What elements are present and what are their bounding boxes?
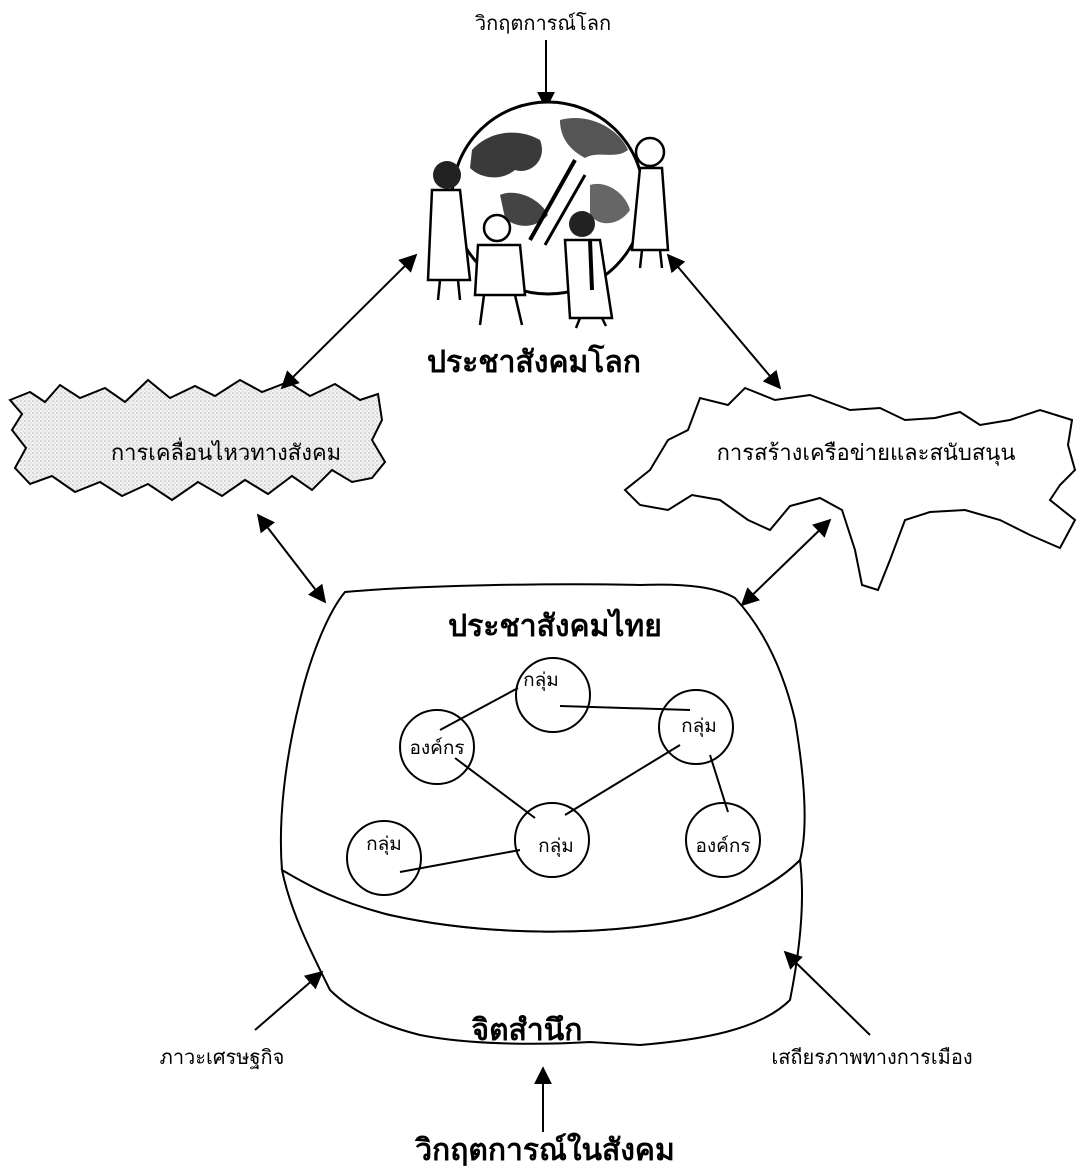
node-circle — [514, 802, 590, 878]
edge — [559, 705, 691, 711]
economy-label: ภาวะเศรษฐกิจ — [160, 1045, 285, 1069]
node-circle — [515, 657, 591, 733]
consciousness-label: จิตสำนึก — [471, 1013, 582, 1048]
node-label: กลุ่ม — [523, 669, 559, 692]
edge — [439, 687, 519, 731]
node-label: กลุ่ม — [681, 715, 717, 738]
political-stability-label: เสถียรภาพทางการเมือง — [771, 1045, 972, 1069]
network-support-cloud — [623, 386, 1077, 592]
thai-civil-society-title: ประชาสังคมไทย — [448, 608, 662, 644]
economy-arrow — [254, 970, 324, 1031]
global-crisis-label: วิกฤตการณ์โลก — [475, 11, 611, 35]
network-support-label: การสร้างเครือข่ายและสนับสนุน — [717, 441, 1016, 466]
node-network: กลุ่ม องค์กร กลุ่ม กลุ่ม กลุ่ม องค์กร — [346, 657, 761, 896]
social-crisis-title: วิกฤตการณ์ในสังคม — [414, 1132, 675, 1168]
arrow-global-network — [666, 253, 782, 390]
edge — [564, 744, 681, 816]
globe-people-illustration — [426, 100, 670, 329]
social-movement-cloud — [8, 378, 387, 502]
node-circle — [399, 709, 475, 785]
node-label: กลุ่ม — [538, 835, 574, 858]
node-label: องค์กร — [409, 737, 464, 759]
thai-civil-society-boundary — [279, 583, 806, 933]
node-label: องค์กร — [695, 835, 750, 857]
node-label: กลุ่ม — [366, 833, 402, 856]
node-circle — [685, 802, 761, 878]
arrow-network-thai — [740, 518, 832, 607]
node-circle — [658, 689, 734, 765]
social-movement-label: การเคลื่อนไหวทางสังคม — [111, 437, 341, 466]
political-stability-arrow — [783, 950, 871, 1036]
node-circle — [346, 820, 422, 896]
global-civil-society-title: ประชาสังคมโลก — [427, 343, 641, 380]
arrow-social-thai — [256, 513, 327, 604]
arrow-global-social — [280, 253, 418, 390]
